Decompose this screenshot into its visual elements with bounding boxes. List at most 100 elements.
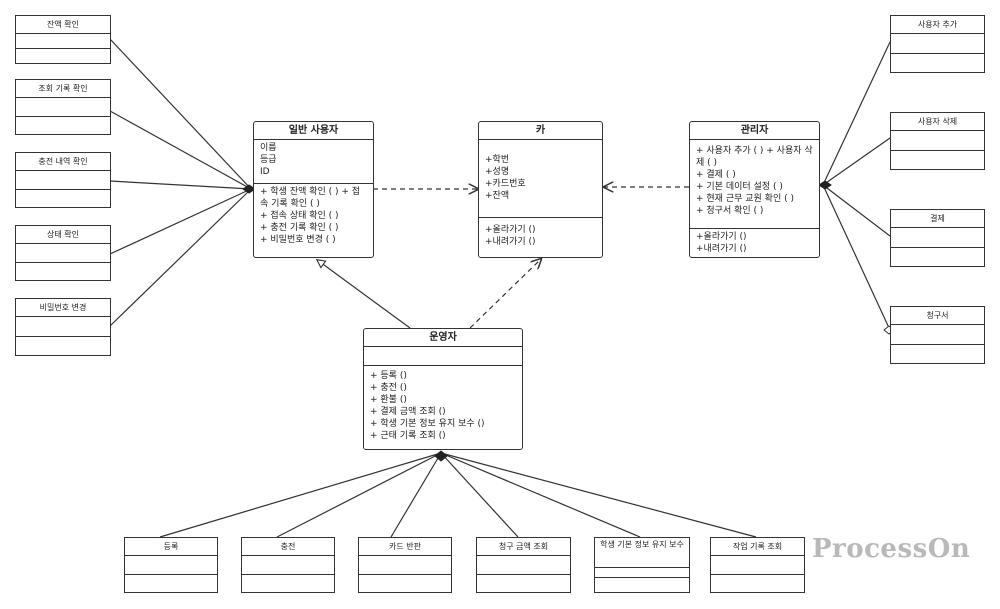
method: + 학생 잔액 확인 ( ) + 접속 기록 확인 ( ): [260, 187, 361, 209]
box-title: 사용자 추가: [891, 16, 984, 34]
box-section: [16, 117, 110, 132]
attributes: [364, 347, 522, 366]
box-section: [242, 556, 334, 575]
box-title: 충전 내역 확인: [16, 153, 110, 171]
right-box-payment[interactable]: 결제: [890, 209, 985, 267]
bottom-box-register[interactable]: 등록: [124, 537, 218, 593]
box-section: [16, 34, 110, 49]
bottom-box-charge[interactable]: 충전: [241, 537, 335, 593]
attribute: +카드번호: [485, 179, 526, 189]
method: + 충전 (): [370, 383, 407, 393]
left-link-5: [109, 188, 252, 327]
method: + 학생 기본 정보 유지 보수 (): [370, 419, 485, 429]
box-section: [16, 49, 110, 64]
method: + 등록 (): [370, 371, 407, 381]
box-section: [891, 228, 984, 248]
class-title: 관리자: [690, 122, 819, 140]
box-title: 카드 반판: [359, 538, 451, 556]
bottom-box-work-log-query[interactable]: 작업 기록 조회: [710, 537, 805, 593]
attributes: 이름 등급 ID: [254, 140, 373, 184]
method: + 청구서 확인 ( ): [696, 206, 764, 216]
box-section: [16, 244, 110, 263]
box-title: 조회 기록 확인: [16, 80, 110, 98]
box-section: [16, 337, 110, 352]
bottom-link-3: [390, 452, 442, 538]
class-general-user[interactable]: 일반 사용자 이름 등급 ID + 학생 잔액 확인 ( ) + 접속 기록 확…: [253, 121, 374, 258]
box-section: [359, 575, 451, 590]
attribute: 이름: [260, 143, 277, 153]
methods: + 등록 () + 충전 () + 환불 () + 결제 금액 조회 () + …: [364, 366, 522, 444]
method: + 환불 (): [370, 395, 407, 405]
box-section: [891, 151, 984, 166]
inherit-link: [319, 261, 411, 329]
methods: +올라가기 () +내려가기 (): [479, 218, 602, 250]
attribute: ID: [260, 167, 270, 177]
box-section: [125, 575, 217, 590]
processon-watermark: ProcessOn: [812, 534, 971, 564]
class-title: 일반 사용자: [254, 122, 373, 140]
left-box-charge-history[interactable]: 충전 내역 확인: [15, 152, 111, 208]
inheritance-triangle: [315, 258, 327, 269]
attribute: 등급: [260, 155, 277, 165]
right-link-3: [822, 184, 891, 237]
box-title: 비밀번호 변경: [16, 299, 110, 317]
methods: + 사용자 추가 ( ) + 사용자 삭제 ( ) + 결제 ( ) + 기본 …: [690, 140, 819, 229]
bottom-link-4: [440, 452, 519, 538]
method: + 근태 기록 조회 (): [370, 431, 446, 441]
class-admin[interactable]: 관리자 + 사용자 추가 ( ) + 사용자 삭제 ( ) + 결제 ( ) +…: [689, 121, 820, 258]
attributes: +학번 +성명 +카드번호 +잔액: [479, 140, 602, 218]
bottom-box-student-info-maintenance[interactable]: 학생 기본 정보 유지 보수: [594, 537, 690, 593]
box-section: [711, 556, 804, 575]
box-section: [16, 317, 110, 337]
box-section: [359, 556, 451, 575]
bottom-link-6: [440, 452, 757, 538]
box-section: [891, 54, 984, 69]
class-title: 운영자: [364, 329, 522, 347]
box-title: 사용자 삭제: [891, 113, 984, 131]
box-title: 충전: [242, 538, 334, 556]
right-box-delete-user[interactable]: 사용자 삭제: [890, 112, 985, 170]
box-section: [125, 556, 217, 575]
box-section: [595, 578, 689, 593]
box-section: [891, 34, 984, 54]
left-box-balance-check[interactable]: 잔액 확인: [15, 15, 111, 64]
right-box-add-user[interactable]: 사용자 추가: [890, 15, 985, 73]
method: + 사용자 추가 ( ) + 사용자 삭제 ( ): [696, 146, 813, 168]
admin-composition-diamond: [818, 180, 832, 190]
box-section: [891, 131, 984, 151]
bottom-link-1: [159, 452, 442, 538]
box-section: [16, 263, 110, 278]
left-box-query-history[interactable]: 조회 기록 확인: [15, 79, 111, 135]
box-section: [477, 556, 570, 575]
left-box-status-check[interactable]: 상태 확인: [15, 225, 111, 281]
left-link-1: [109, 38, 252, 190]
box-section: [891, 325, 984, 345]
method: + 접속 상태 확인 ( ): [260, 211, 339, 221]
right-link-1: [822, 41, 891, 186]
method: +내려가기 (): [485, 237, 536, 247]
left-link-3: [109, 180, 252, 190]
box-section: [16, 190, 110, 205]
method: +올라가기 (): [696, 232, 747, 242]
box-title: 잔액 확인: [16, 16, 110, 34]
class-title: 카: [479, 122, 602, 140]
box-title: 작업 기록 조회: [711, 538, 804, 556]
attribute: +잔액: [485, 191, 510, 201]
left-box-password-change[interactable]: 비밀번호 변경: [15, 298, 111, 356]
box-section: [711, 575, 804, 590]
right-link-2: [822, 137, 891, 186]
bottom-box-card-refund[interactable]: 카드 반판: [358, 537, 452, 593]
methods: + 학생 잔액 확인 ( ) + 접속 기록 확인 ( ) + 접속 상태 확인…: [254, 184, 373, 248]
class-card[interactable]: 카 +학번 +성명 +카드번호 +잔액 +올라가기 () +내려가기 (): [478, 121, 603, 258]
box-title: 청구서: [891, 307, 984, 325]
left-link-4: [109, 188, 252, 255]
right-box-bill[interactable]: 청구서: [890, 306, 985, 364]
left-link-2: [109, 110, 252, 190]
methods-secondary: +올라가기 () +내려가기 (): [690, 229, 819, 257]
class-operator[interactable]: 운영자 + 등록 () + 충전 () + 환불 () + 결제 금액 조회 (…: [363, 328, 523, 450]
method: + 비밀번호 변경 ( ): [260, 235, 336, 245]
bottom-box-bill-amount-query[interactable]: 청구 금액 조회: [476, 537, 571, 593]
method: + 충전 기록 확인 ( ): [260, 223, 339, 233]
bottom-link-5: [440, 452, 641, 538]
